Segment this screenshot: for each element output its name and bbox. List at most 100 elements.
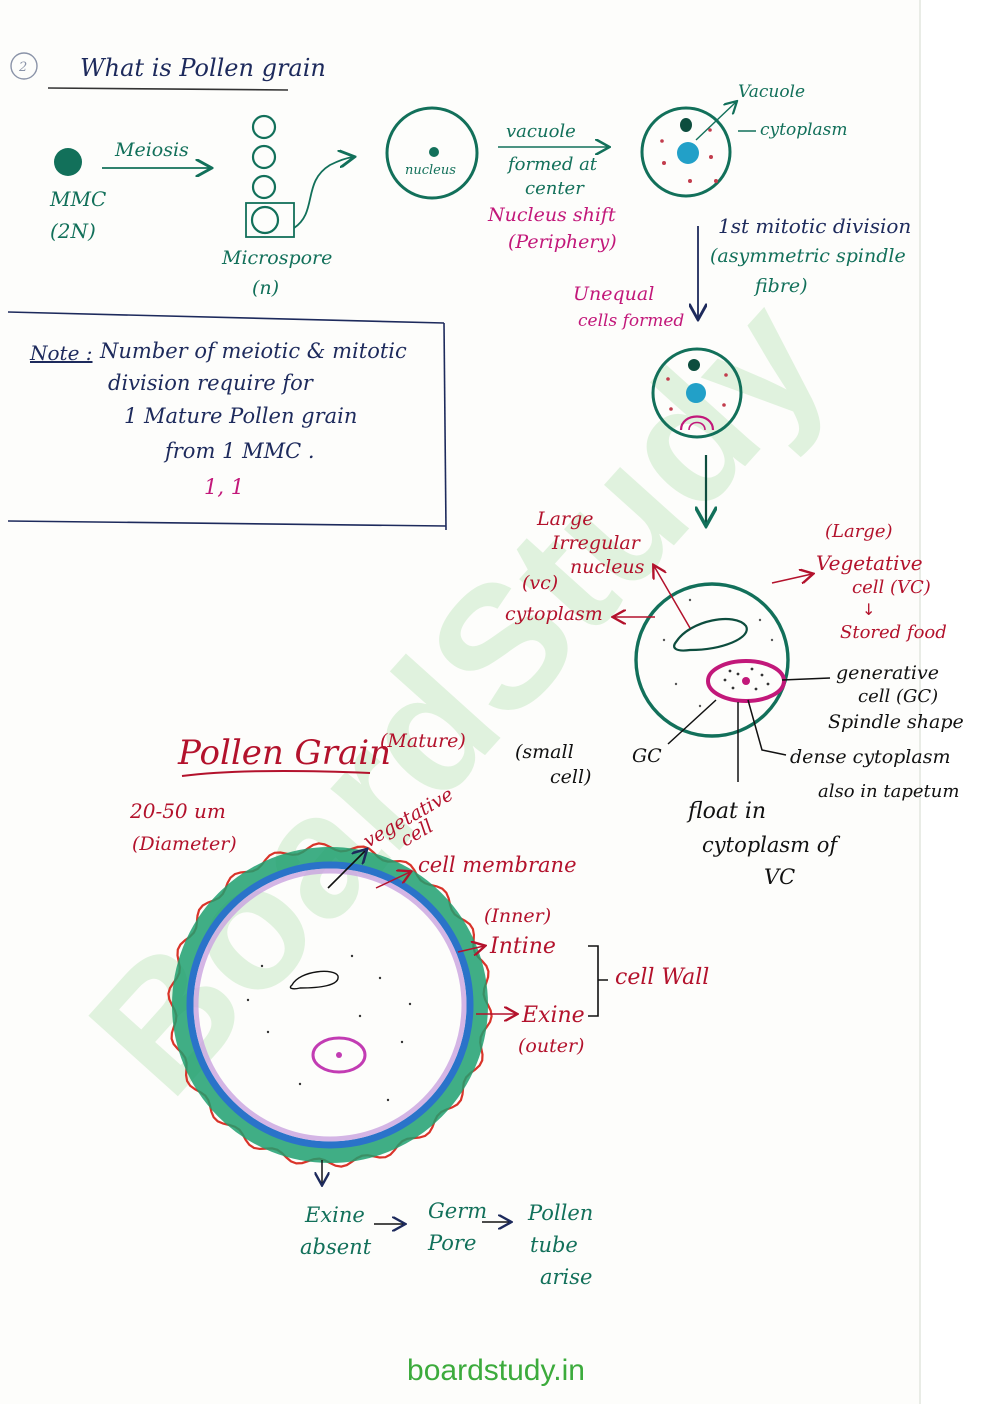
microspore-release-arrow	[293, 157, 353, 229]
heading-underline	[47, 87, 289, 91]
vacuole-formed-2: formed at	[506, 154, 598, 175]
dividing-cell	[651, 347, 743, 439]
cytoplasm-label: cytoplasm	[760, 120, 848, 140]
central-vacuole	[677, 142, 699, 164]
cell-membrane-layer	[193, 868, 467, 1142]
footer-url: boardstudy.in	[407, 1354, 585, 1387]
nucleus-label: nucleus	[405, 163, 456, 178]
float-label-1: float in	[686, 799, 766, 824]
exine-layer	[172, 847, 488, 1163]
intine-layer	[186, 861, 474, 1149]
pollen-title-underline	[181, 770, 371, 777]
generative-cell	[706, 659, 786, 703]
mitotic-label-2: (asymmetric spindle	[710, 245, 906, 267]
exine-label: Exine	[521, 1003, 585, 1028]
germ-pore-2: Pore	[427, 1231, 476, 1255]
large-nucleus-1: Large	[536, 508, 593, 530]
note-box: Note : Number of meiotic & mitotic divis…	[7, 311, 447, 531]
gen-cell-pointer	[781, 677, 831, 681]
intine-label: Intine	[489, 934, 556, 959]
large-nucleus-2: Irregular	[551, 532, 642, 554]
paper-edge	[920, 0, 993, 1404]
germ-pore-1: Germ	[428, 1199, 487, 1223]
dense-cyto-label-2: also in tapetum	[818, 781, 959, 802]
meiosis-label: Meiosis	[114, 139, 189, 161]
vacuole-label: Vacuole	[738, 82, 805, 102]
pollen-diameter: (Diameter)	[132, 833, 237, 855]
pollen-veg-nucleus	[289, 970, 339, 990]
heading-number-circle	[10, 52, 38, 80]
veg-cell-label-2: Vegetative	[816, 551, 923, 575]
mmc-ploidy: (2N)	[50, 219, 96, 243]
vacuole-formed-3: center	[525, 178, 585, 199]
mitotic-label-3: fibre)	[753, 275, 808, 297]
pollen-tube-2: tube	[530, 1233, 578, 1257]
nucleus-shift-2: (Periphery)	[508, 231, 617, 253]
nucleus-shift-1: Nucleus shift	[487, 204, 616, 226]
float-label-3: VC	[764, 865, 795, 889]
gc-label: GC	[632, 745, 662, 767]
small-cell-label-1: (small	[515, 741, 574, 763]
microspore-cell: nucleus	[385, 106, 479, 200]
exine-absent-1: Exine	[304, 1203, 365, 1227]
nucleus-pointer	[654, 566, 691, 629]
gen-cell-label-1: generative	[836, 662, 939, 684]
pollen-tube-3: arise	[540, 1265, 592, 1289]
small-cell-label-2: cell)	[550, 766, 591, 788]
heading-title: What is Pollen grain	[80, 54, 326, 82]
heading: 2 What is Pollen grain	[10, 52, 326, 91]
note-label: Note :	[29, 341, 93, 365]
mitotic-label-1: 1st mitotic division	[718, 214, 911, 238]
mmc-cell	[54, 148, 82, 176]
vegetative-nucleus	[673, 618, 748, 652]
cell-wall-bracket	[588, 945, 608, 1017]
pollen-mature: (Mature)	[380, 730, 466, 752]
inner-label: (Inner)	[484, 905, 551, 927]
stored-food-label: Stored food	[840, 622, 947, 643]
outer-label: (outer)	[518, 1035, 584, 1057]
float-label-2: cytoplasm of	[702, 833, 840, 857]
dense-cyto-label-1: dense cytoplasm	[790, 746, 950, 768]
microspore-ploidy: (n)	[252, 277, 279, 299]
pollen-veg-pointer	[327, 850, 366, 889]
mature-pollen-grain	[167, 842, 493, 1168]
membrane-label: cell membrane	[418, 853, 577, 877]
mmc-label: MMC	[49, 187, 106, 211]
mmc-group: MMC (2N)	[49, 148, 106, 243]
membrane-pointer	[375, 872, 410, 889]
two-celled-pollen	[634, 582, 790, 738]
note-line-4: from 1 MMC .	[163, 439, 315, 463]
microspore-tetrad	[245, 114, 295, 238]
vc-label: (vc)	[522, 572, 558, 594]
stored-arrow: ↓	[862, 600, 875, 619]
vacuole-formed-1: vacuole	[506, 121, 576, 142]
unequal-label-1: Unequal	[573, 283, 654, 305]
pollen-gen-cell	[311, 1036, 367, 1074]
microspore-label: Microspore	[221, 247, 332, 269]
pollen-tube-1: Pollen	[527, 1201, 593, 1225]
dense-cyto-pointer	[747, 699, 787, 756]
pollen-title: Pollen Grain	[177, 733, 391, 773]
exine-absent-2: absent	[300, 1235, 372, 1259]
cell-wall-label: cell Wall	[615, 965, 709, 990]
heading-number: 2	[18, 60, 27, 75]
gc-pointer	[667, 699, 717, 745]
vacuole-pointer	[695, 102, 736, 141]
intine-pointer	[457, 946, 484, 952]
gen-cell-label-2: cell (GC)	[858, 686, 938, 707]
cytoplasm-vc-label: cytoplasm	[505, 603, 603, 625]
veg-cell-pointer	[771, 574, 812, 583]
note-line-3: 1 Mature Pollen grain	[124, 404, 357, 428]
microspore-nucleus	[429, 147, 439, 157]
shifted-nucleus	[680, 118, 692, 132]
pollen-size: 20-50 um	[129, 799, 226, 823]
unequal-label-2: cells formed	[578, 311, 684, 331]
vacuolated-microspore	[640, 106, 732, 198]
gen-cell-label-3: Spindle shape	[828, 711, 964, 733]
note-line-1: Number of meiotic & mitotic	[99, 339, 407, 363]
note-line-2: division require for	[108, 371, 315, 395]
veg-cell-label-3: cell (VC)	[852, 577, 931, 598]
note-answer: 1, 1	[204, 475, 244, 499]
